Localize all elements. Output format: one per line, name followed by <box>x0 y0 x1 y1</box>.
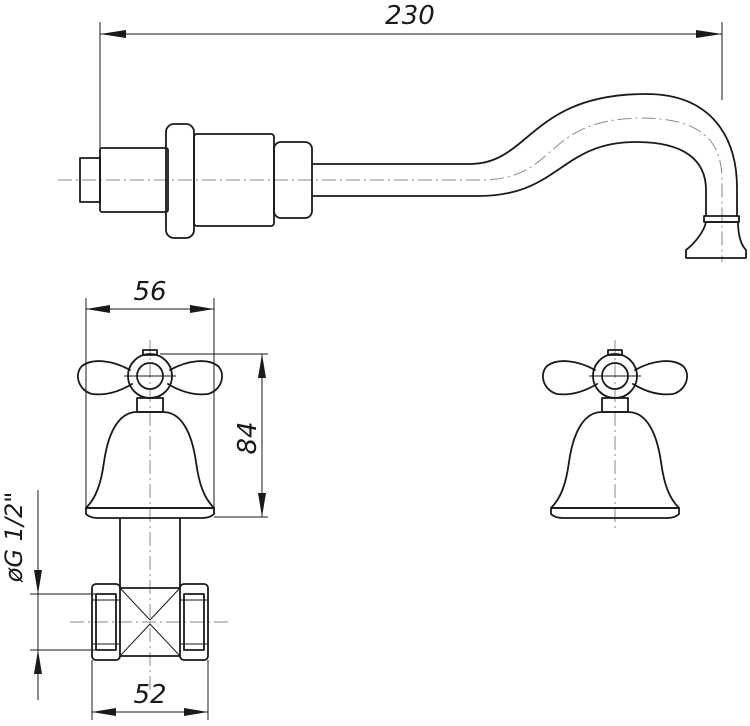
arrow-top <box>258 354 266 378</box>
right-handle-lever-right <box>632 360 688 396</box>
left-valve-pipe-inner-left <box>119 587 151 621</box>
right-handle-indicator <box>607 349 623 356</box>
dimension-spout-length: 230 <box>99 1 723 150</box>
left-valve-pipe-inner-bl <box>119 623 151 657</box>
dimension-handle-width: 56 <box>85 277 215 512</box>
arrow-right <box>190 305 214 313</box>
left-fitting-nut <box>95 593 117 651</box>
spout-hex-nut <box>99 147 169 213</box>
dimension-label-thread: øG 1/2" <box>0 492 28 584</box>
spout-collar <box>273 141 313 219</box>
arrow-left <box>86 305 110 313</box>
dimension-handle-height: 84 <box>160 353 268 518</box>
left-valve-base-plate <box>85 507 215 519</box>
right-valve-base-plate <box>550 507 680 519</box>
dimension-label-230: 230 <box>385 1 435 31</box>
dimension-thread-size: øG 1/2" <box>0 490 96 700</box>
right-handle-lever-left <box>542 360 598 396</box>
left-handle-lever-right <box>167 360 223 396</box>
right-fitting-nut <box>183 593 205 651</box>
right-fitting-outer <box>179 583 209 661</box>
arrow-left <box>100 30 126 38</box>
dimension-label-52: 52 <box>133 680 166 710</box>
arrow-bottom <box>34 650 42 674</box>
arrow-right <box>184 708 208 716</box>
left-valve <box>70 340 232 690</box>
arrow-left <box>92 708 116 716</box>
dimension-label-56: 56 <box>133 277 166 307</box>
left-valve-pipe-inner-br <box>149 623 181 657</box>
arrow-right <box>696 30 722 38</box>
spout-centerline <box>58 117 723 262</box>
right-valve <box>542 340 688 530</box>
left-handle-indicator <box>142 349 158 356</box>
dimension-label-84: 84 <box>233 421 263 454</box>
dimension-connection-width: 52 <box>91 660 209 720</box>
arrow-bottom <box>258 493 266 517</box>
spout-assembly <box>58 93 747 262</box>
left-valve-pipe-inner-right <box>149 587 181 621</box>
left-handle-lever-left <box>77 360 133 396</box>
spout-aerator <box>685 221 747 259</box>
spout-wall-flange <box>165 123 195 239</box>
arrow-top <box>34 570 42 594</box>
spout-pipe-outer <box>311 93 738 217</box>
left-fitting-outer <box>91 583 121 661</box>
spout-pipe-inner <box>311 141 707 217</box>
